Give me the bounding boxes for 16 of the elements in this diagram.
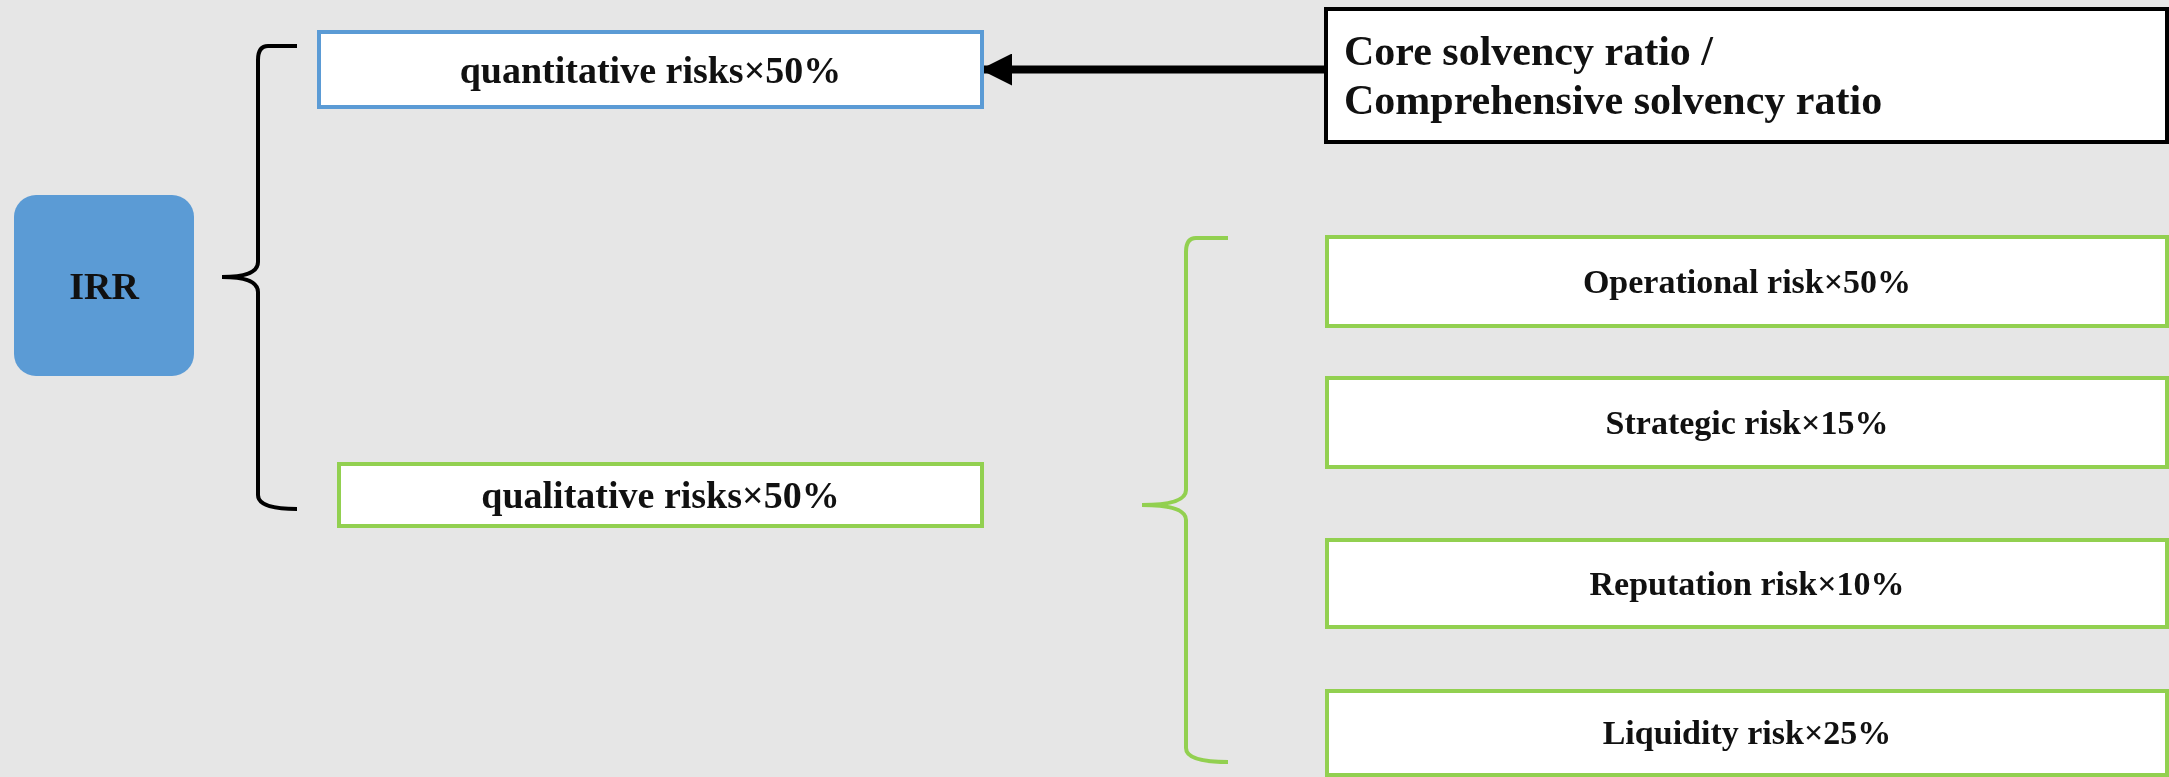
node-label: quantitative risks×50% bbox=[459, 47, 842, 92]
node-label: IRR bbox=[69, 263, 139, 308]
rounded-box bbox=[14, 195, 194, 376]
node-label: Liquidity risk×25% bbox=[1602, 714, 1892, 752]
node-label: Operational risk×50% bbox=[1582, 262, 1912, 301]
node-label: Strategic risk×15% bbox=[1605, 403, 1889, 442]
process-box bbox=[317, 30, 984, 109]
process-box bbox=[1325, 689, 2169, 777]
process-box bbox=[1325, 538, 2169, 629]
node-label: Core solvency ratio / Comprehensive solvency ratio bbox=[1344, 27, 1884, 124]
process-box bbox=[337, 462, 984, 528]
process-box bbox=[1325, 235, 2169, 328]
node-label: qualitative risks×50% bbox=[481, 473, 840, 517]
process-box bbox=[1325, 376, 2169, 469]
node-label: Reputation risk×10% bbox=[1589, 564, 1905, 603]
process-box bbox=[1324, 7, 2169, 144]
